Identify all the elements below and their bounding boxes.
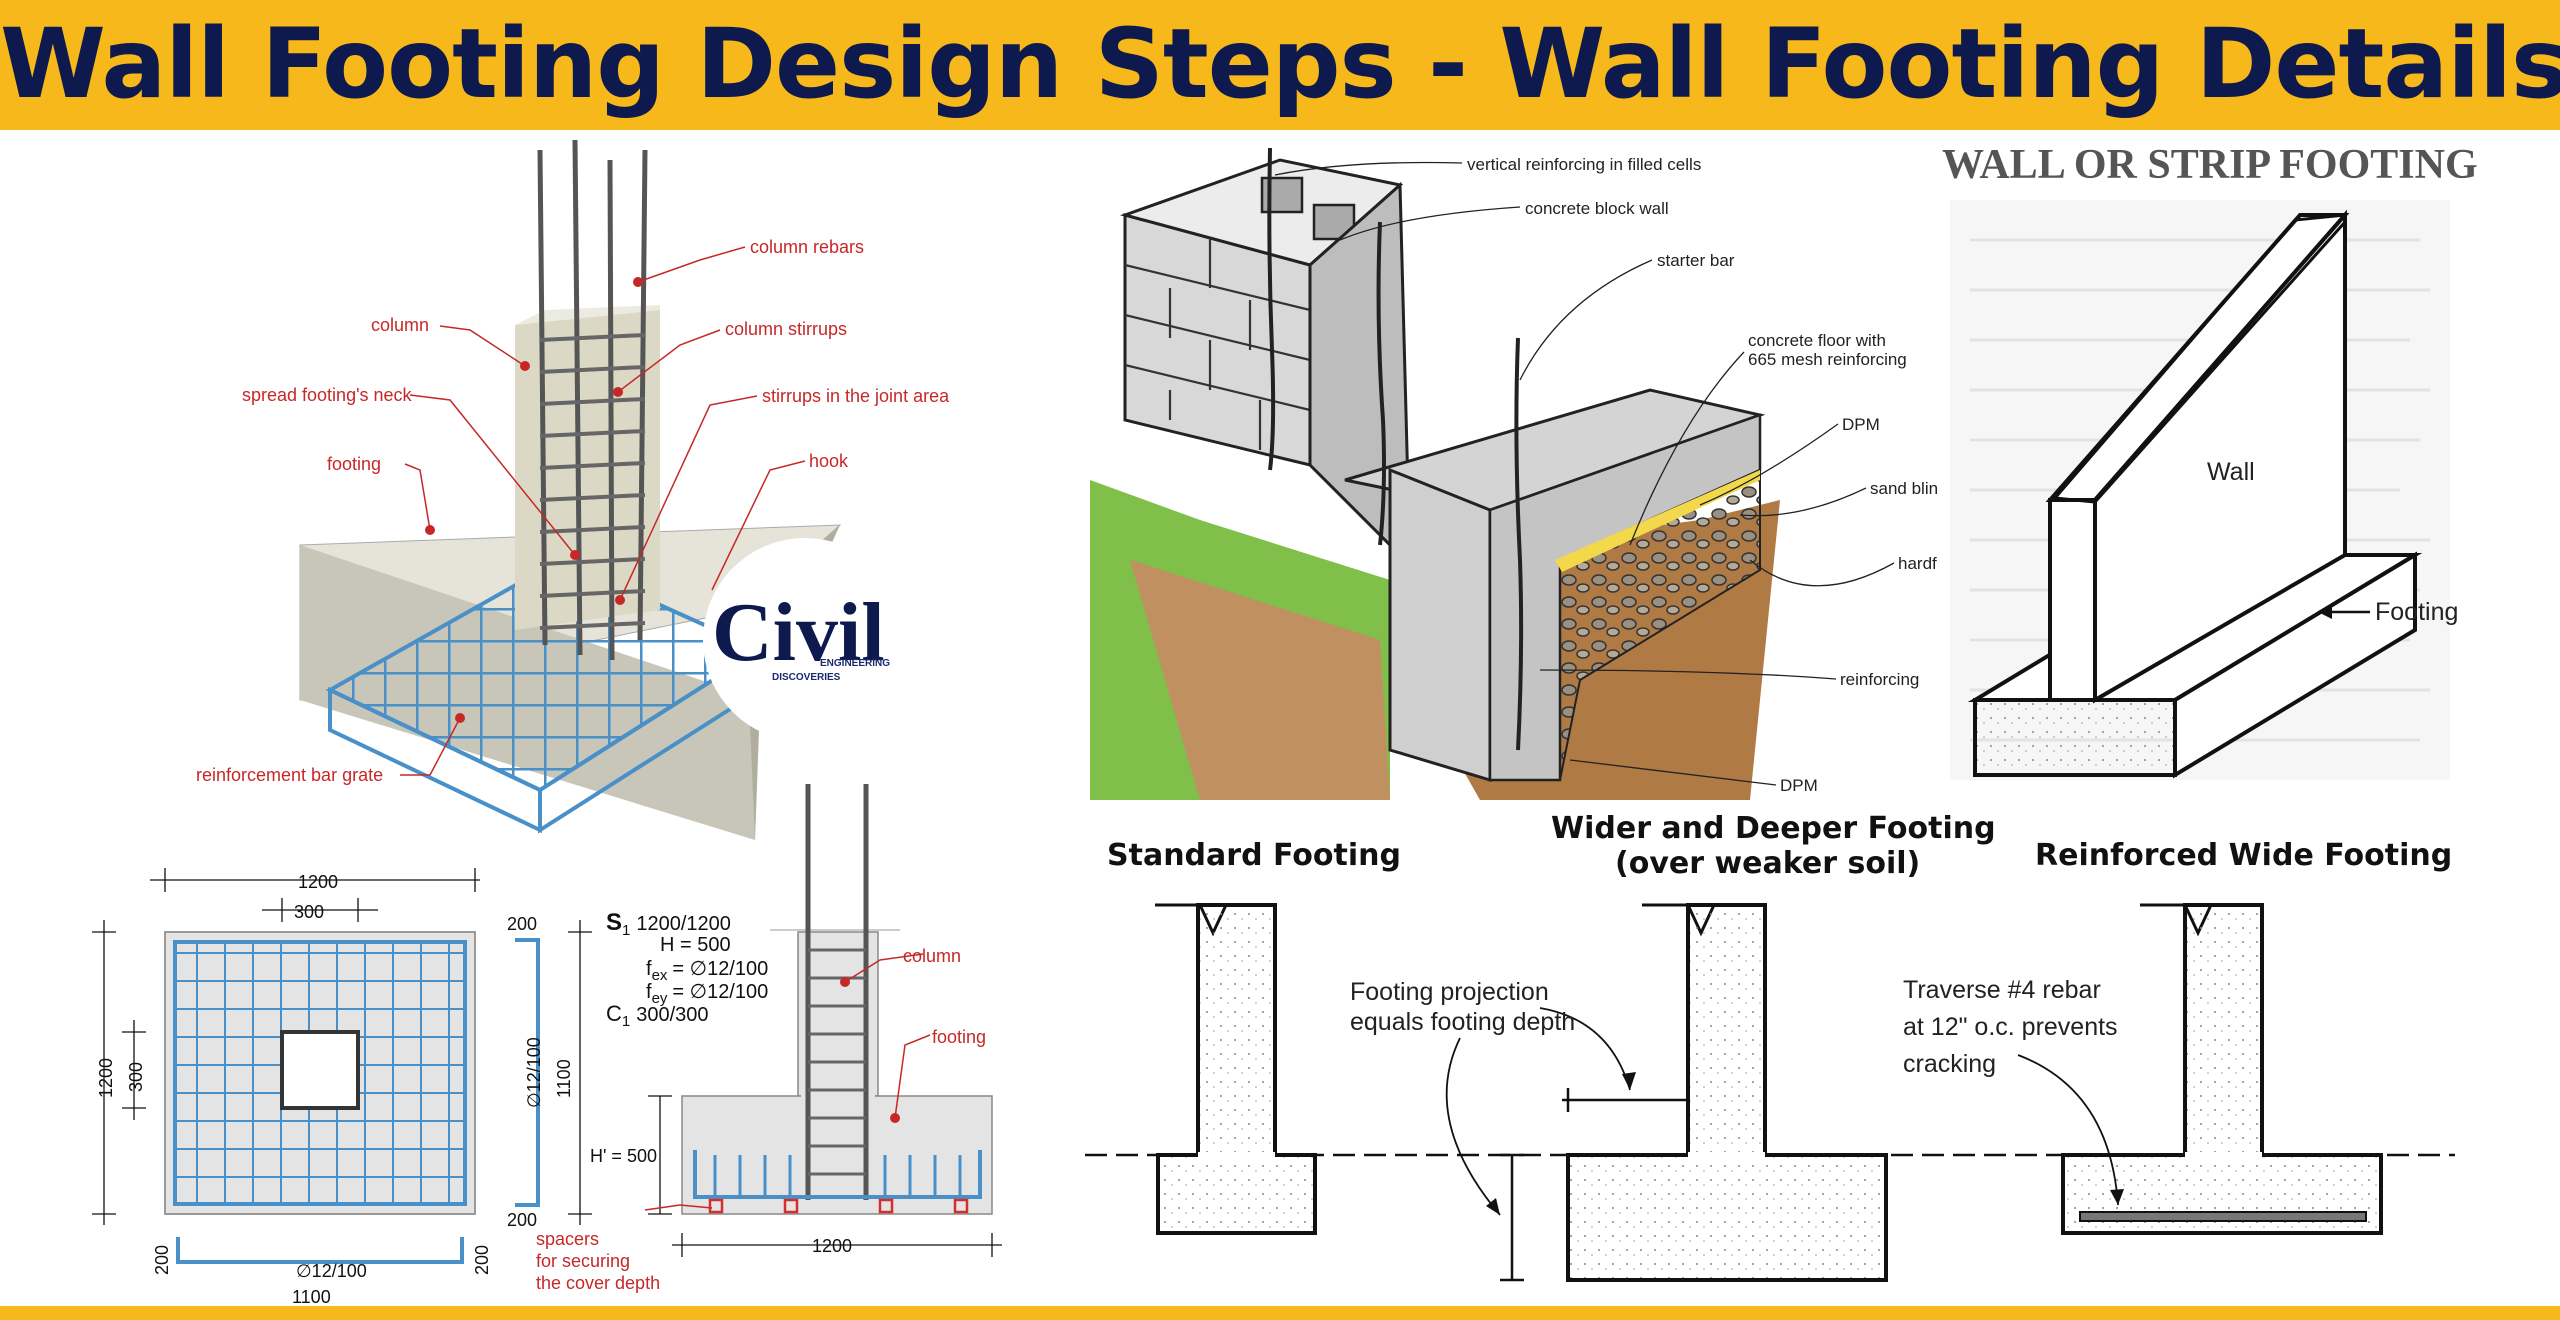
dim-200-left-btm: 200	[152, 1245, 172, 1275]
spec-c1-sub: 1	[622, 1013, 630, 1030]
footing-types: Standard Footing Wider and Deeper Footin…	[1085, 811, 2455, 1282]
label-dpm-2: DPM	[1780, 776, 1818, 795]
logo-line1: ENGINEERING	[820, 658, 890, 669]
label-column-section: column	[903, 946, 961, 966]
dim-bar-side: ∅12/100	[524, 1037, 544, 1108]
spec-fey-sub: ey	[652, 990, 668, 1007]
label-hook: hook	[809, 451, 849, 471]
bottom-banner-strip	[0, 1306, 2560, 1320]
dim-1100-side: 1100	[554, 1059, 574, 1098]
header-wider-2: (over weaker soil)	[1615, 846, 1920, 881]
strip-label-footing: Footing	[2375, 598, 2458, 626]
spec-fex-f: f	[646, 958, 652, 980]
dim-1100-bottom: 1100	[292, 1287, 331, 1306]
footing-diagrams: column rebars column column stirrups spr…	[92, 139, 2478, 1306]
strip-title: WALL OR STRIP FOOTING	[1942, 142, 2478, 188]
spec-s1-sub: 1	[622, 922, 630, 939]
dim-300-top: 300	[294, 902, 324, 922]
label-trav-2: at 12" o.c. prevents	[1903, 1013, 2118, 1041]
label-spacers-2: for securing	[536, 1251, 630, 1271]
spec-h: H = 500	[660, 934, 731, 956]
svg-text:fey= ∅12/100: fey= ∅12/100	[646, 981, 768, 1007]
dim-bar-bottom: ∅12/100	[296, 1261, 367, 1281]
label-spacers-1: spacers	[536, 1229, 599, 1249]
label-vert-reinf: vertical reinforcing in filled cells	[1467, 155, 1701, 174]
label-footing-section: footing	[932, 1027, 986, 1047]
label-dpm-1: DPM	[1842, 415, 1880, 434]
label-stirrups-joint: stirrups in the joint area	[762, 386, 950, 406]
civil-logo: Civil ENGINEERING DISCOVERIES	[703, 538, 907, 742]
label-rebar-grate: reinforcement bar grate	[196, 765, 383, 785]
spec-fey-f: f	[646, 981, 652, 1003]
label-column-stirrups: column stirrups	[725, 319, 847, 339]
strip-footing: WALL OR STRIP FOOTING Wall Footing	[1942, 142, 2478, 780]
label-footing-iso: footing	[327, 454, 381, 474]
label-spread-neck: spread footing's neck	[242, 385, 413, 405]
dim-1200-top: 1200	[298, 872, 338, 892]
spec-c1-val: 300/300	[636, 1004, 708, 1026]
dim-200-right-btm: 200	[472, 1245, 492, 1275]
spec-s1: S	[606, 909, 622, 936]
page-title: Wall Footing Design Steps - Wall Footing…	[0, 8, 2560, 120]
label-reinforcing: reinforcing	[1840, 670, 1919, 689]
label-floor-2: 665 mesh reinforcing	[1748, 350, 1907, 369]
logo-main: Civil	[712, 586, 885, 679]
section-view: column footing spacers for securing the …	[536, 784, 1002, 1293]
spec-fey-val: = ∅12/100	[672, 981, 768, 1003]
header-standard: Standard Footing	[1107, 838, 1401, 873]
spec-fex-sub: ex	[652, 967, 668, 984]
label-column: column	[371, 315, 429, 335]
dim-1200-left: 1200	[96, 1058, 116, 1098]
label-h-prime: H' = 500	[590, 1146, 657, 1166]
title-banner: Wall Footing Design Steps - Wall Footing…	[0, 0, 2560, 130]
dim-200-bottom: 200	[507, 1210, 537, 1230]
label-column-rebars: column rebars	[750, 237, 864, 257]
label-section-width: 1200	[812, 1236, 852, 1256]
label-block-wall: concrete block wall	[1525, 199, 1669, 218]
spec-s1-val: 1200/1200	[636, 913, 731, 935]
dim-200-top: 200	[507, 914, 537, 934]
logo-line2: DISCOVERIES	[772, 672, 841, 683]
svg-text:fex= ∅12/100: fex= ∅12/100	[646, 958, 768, 984]
label-starter-bar: starter bar	[1657, 251, 1735, 270]
label-trav-1: Traverse #4 rebar	[1903, 976, 2101, 1004]
label-sand: sand blin	[1870, 479, 1938, 498]
dim-300-left: 300	[126, 1062, 146, 1092]
header-wider-1: Wider and Deeper Footing	[1551, 811, 1996, 846]
label-floor-1: concrete floor with	[1748, 331, 1886, 350]
header-reinforced: Reinforced Wide Footing	[2035, 838, 2452, 873]
spec-c1: C	[606, 1001, 622, 1026]
block-wall-section: vertical reinforcing in filled cells con…	[1090, 147, 1938, 800]
label-proj-2: equals footing depth	[1350, 1008, 1575, 1036]
label-proj-1: Footing projection	[1350, 978, 1549, 1006]
strip-label-wall: Wall	[2207, 458, 2255, 486]
label-hardf: hardf	[1898, 554, 1937, 573]
label-spacers-3: the cover depth	[536, 1273, 660, 1293]
plan-view: 1200 300 200 200 ∅12/100 1100 1200 300 ∅…	[92, 868, 592, 1306]
spec-fex-val: = ∅12/100	[672, 958, 768, 980]
label-trav-3: cracking	[1903, 1050, 1996, 1078]
